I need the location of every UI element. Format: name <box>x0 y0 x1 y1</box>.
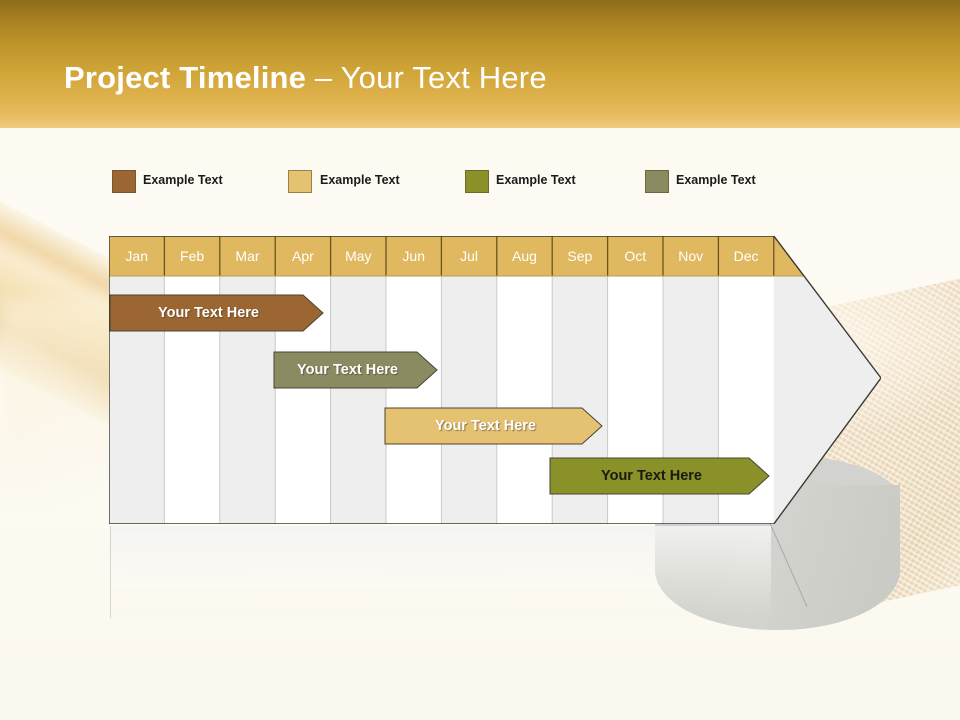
task-bar-1-label: Your Text Here <box>158 305 259 321</box>
task-bar-3-label: Your Text Here <box>435 418 536 434</box>
legend-swatch-1 <box>112 170 136 193</box>
chart-task-bars <box>109 294 770 495</box>
page-title: Project Timeline – Your Text Here <box>64 60 547 96</box>
page-title-regular: – Your Text Here <box>314 60 547 95</box>
month-header-may[interactable]: May <box>345 248 372 264</box>
task-bar-4-label: Your Text Here <box>601 468 702 484</box>
month-header-sep[interactable]: Sep <box>567 248 593 264</box>
legend-swatch-2 <box>288 170 312 193</box>
legend-label-1: Example Text <box>143 173 223 187</box>
month-header-jul[interactable]: Jul <box>460 248 479 264</box>
task-bar-2[interactable]: Your Text Here <box>274 352 437 388</box>
task-bar-4[interactable]: Your Text Here <box>550 458 769 494</box>
legend-swatch-3 <box>465 170 489 193</box>
month-header-jun[interactable]: Jun <box>402 248 425 264</box>
month-header-jan[interactable]: Jan <box>125 248 148 264</box>
task-bar-2-label: Your Text Here <box>297 362 398 378</box>
legend-swatch-4 <box>645 170 669 193</box>
timeline-chart-svg <box>109 236 881 524</box>
task-bar-1[interactable]: Your Text Here <box>110 295 323 331</box>
header-band: Project Timeline – Your Text Here <box>0 0 960 128</box>
month-header-mar[interactable]: Mar <box>235 248 260 264</box>
chart-reflection <box>110 526 771 618</box>
legend-label-2: Example Text <box>320 173 400 187</box>
chart-month-header <box>109 236 804 277</box>
month-header-oct[interactable]: Oct <box>624 248 647 264</box>
timeline-chart: Jan Feb Mar Apr May Jun Jul Aug Sep Oct Nov Dec You… <box>109 236 881 524</box>
month-header-apr[interactable]: Apr <box>291 248 314 264</box>
legend-label-3: Example Text <box>496 173 576 187</box>
month-header-aug[interactable]: Aug <box>512 248 537 264</box>
legend-label-4: Example Text <box>676 173 756 187</box>
chart-outline <box>109 236 881 524</box>
month-header-feb[interactable]: Feb <box>180 248 205 264</box>
task-bar-3[interactable]: Your Text Here <box>385 408 602 444</box>
month-header-dec[interactable]: Dec <box>733 248 759 264</box>
month-header-nov[interactable]: Nov <box>678 248 704 264</box>
page-title-bold: Project Timeline <box>64 60 315 95</box>
